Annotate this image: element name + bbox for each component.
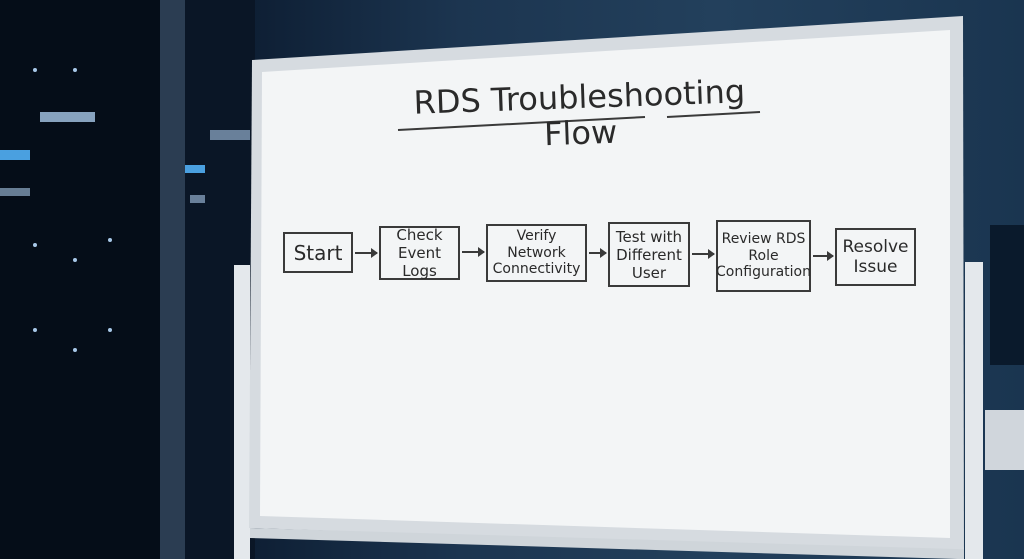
arrow-4 [692, 249, 715, 259]
stand-leg-right [965, 262, 983, 559]
arrow-1 [355, 248, 378, 258]
server-lights [0, 68, 250, 352]
whiteboard-surface [260, 30, 950, 538]
flow-step-verify-network: Verify Network Connectivity [486, 224, 587, 282]
title-underline [397, 116, 646, 131]
arrow-5 [813, 251, 834, 261]
flow-step-resolve-issue: Resolve Issue [835, 228, 916, 286]
whiteboard-title: RDS Troubleshooting Flow [412, 72, 746, 154]
flow-step-test-user: Test with Different User [608, 222, 690, 287]
stand-leg-left [234, 265, 250, 559]
flow-step-check-event-logs: Check Event Logs [379, 226, 460, 280]
marker-tray [250, 528, 964, 559]
arrow-3 [589, 248, 607, 258]
flow-step-review-rds-role: Review RDS Role Configuration [716, 220, 811, 292]
flow-step-start: Start [283, 232, 353, 273]
arrow-2 [462, 247, 485, 257]
